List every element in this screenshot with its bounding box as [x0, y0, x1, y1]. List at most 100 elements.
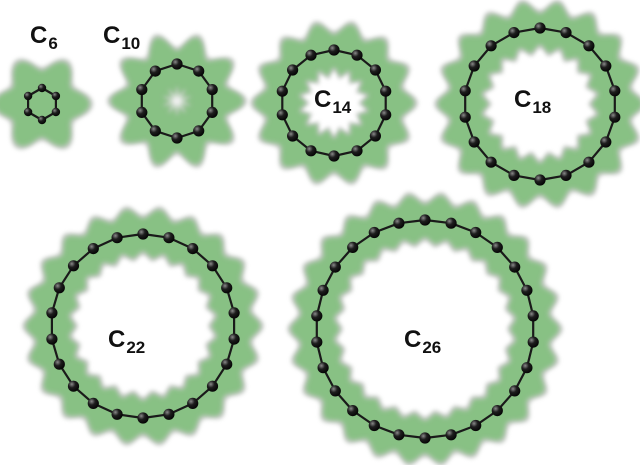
carbon-atom-c18-15	[459, 85, 471, 97]
carbon-atom-c26-2	[445, 217, 457, 229]
carbon-atom-c22-8	[221, 358, 233, 370]
carbon-atom-c10-8	[136, 106, 148, 118]
carbon-atom-c6-4	[37, 115, 47, 125]
carbon-atom-c22-20	[67, 260, 80, 272]
density-surface-c6	[0, 62, 89, 146]
carbon-atom-c22-3	[187, 243, 199, 255]
carbon-atom-c26-6	[521, 284, 533, 296]
carbon-atom-c26-5	[509, 261, 521, 273]
carbon-atom-c26-25	[368, 226, 380, 239]
carbon-atom-c18-17	[485, 40, 497, 52]
carbon-atom-c14-9	[305, 145, 317, 157]
carbon-atom-c26-3	[470, 226, 482, 239]
carbon-atom-c14-12	[276, 85, 288, 97]
carbon-atom-c22-17	[46, 333, 58, 345]
carbon-atom-c22-10	[187, 397, 199, 409]
carbon-atom-c14-8	[328, 150, 340, 162]
carbon-atom-c18-1	[534, 22, 546, 34]
ring-c22	[22, 206, 264, 446]
ring-c14	[250, 21, 418, 185]
carbon-atom-c14-7	[351, 145, 363, 157]
carbon-atom-c10-10	[149, 65, 161, 77]
label-c14: C14	[314, 86, 352, 117]
ring-c18	[434, 0, 640, 209]
carbon-atom-c18-7	[600, 136, 612, 148]
carbon-atom-c18-8	[583, 156, 595, 168]
density-surface-c10	[111, 38, 243, 164]
carbon-atom-c26-1	[419, 214, 431, 226]
carbon-atom-c22-14	[87, 397, 99, 409]
carbon-atom-c26-14	[419, 432, 431, 444]
carbon-atom-c26-20	[311, 336, 323, 348]
carbon-atom-c26-16	[368, 419, 380, 432]
carbon-atom-c14-11	[276, 109, 288, 121]
label-c26: C26	[404, 326, 442, 357]
carbon-atom-c6-6	[23, 91, 33, 101]
ring-c6	[0, 58, 93, 150]
carbon-atom-c26-7	[527, 310, 539, 322]
carbon-atom-c6-2	[51, 91, 61, 101]
carbon-atom-c26-19	[317, 362, 329, 374]
carbon-atom-c10-7	[149, 125, 161, 137]
carbon-atom-c14-10	[287, 130, 299, 142]
label-c6: C6	[30, 22, 58, 53]
carbon-atom-c26-13	[445, 429, 457, 441]
carbon-atom-c14-4	[380, 85, 392, 97]
label-c18: C18	[514, 86, 552, 117]
carbon-atom-c18-10	[534, 174, 546, 186]
carbon-atom-c14-13	[287, 64, 299, 76]
carbon-atom-c6-1	[37, 83, 47, 93]
carbon-atom-c22-19	[53, 282, 65, 294]
carbon-atom-c6-3	[51, 107, 61, 117]
carbon-atom-c10-9	[136, 84, 148, 96]
carbon-atom-c22-2	[163, 232, 175, 244]
carbon-atom-c26-8	[527, 336, 539, 348]
label-c22: C22	[108, 326, 146, 357]
carbon-atom-c18-14	[459, 111, 471, 123]
carbon-atom-c26-4	[491, 241, 503, 253]
carbon-atom-c26-24	[347, 241, 359, 253]
carbon-atom-c22-18	[46, 307, 58, 319]
carbon-atom-c14-5	[380, 109, 392, 121]
carbon-atom-c14-2	[351, 49, 363, 61]
carbon-atom-c26-15	[393, 429, 405, 441]
carbon-atom-c22-13	[111, 408, 123, 420]
carbon-atom-c10-2	[193, 65, 205, 77]
label-c10: C10	[103, 22, 141, 53]
carbon-atom-c18-11	[508, 169, 520, 181]
carbon-atom-c22-21	[87, 243, 99, 255]
carbon-atom-c26-18	[329, 385, 341, 397]
density-surface-c14	[254, 24, 414, 182]
carbon-atom-c10-6	[171, 132, 183, 144]
carbon-atom-c18-4	[600, 60, 612, 72]
carbon-atom-c22-5	[221, 282, 233, 294]
carbon-atom-c18-3	[583, 40, 595, 52]
carbon-atom-c18-6	[609, 111, 621, 123]
carbon-atom-c26-26	[393, 217, 405, 229]
carbon-atom-c22-15	[67, 380, 80, 392]
carbon-atom-c22-6	[228, 307, 240, 319]
carbon-atom-c14-3	[369, 64, 381, 76]
carbon-atom-c14-6	[369, 130, 381, 142]
carbon-atom-c18-13	[468, 136, 480, 148]
carbon-atom-c18-5	[609, 85, 621, 97]
carbon-atom-c22-1	[137, 228, 149, 240]
carbon-atom-c26-12	[470, 419, 482, 432]
carbon-atom-c26-9	[521, 362, 533, 374]
carbon-atom-c10-4	[206, 106, 218, 118]
carbon-atom-c18-2	[560, 26, 572, 39]
carbon-atom-c26-10	[509, 385, 521, 397]
carbon-atom-c10-1	[171, 58, 183, 70]
carbon-atom-c14-1	[328, 44, 340, 56]
density-surface-c22	[26, 210, 260, 442]
ring-c10	[107, 34, 247, 168]
carbon-atom-c22-11	[163, 408, 175, 420]
carbon-atom-c18-16	[468, 60, 480, 72]
carbon-atom-c18-12	[485, 156, 497, 168]
carbon-atom-c26-21	[311, 310, 323, 322]
carbon-atom-c26-22	[317, 284, 329, 296]
carbon-atom-c14-14	[305, 49, 317, 61]
carbon-atom-c22-22	[111, 232, 123, 244]
